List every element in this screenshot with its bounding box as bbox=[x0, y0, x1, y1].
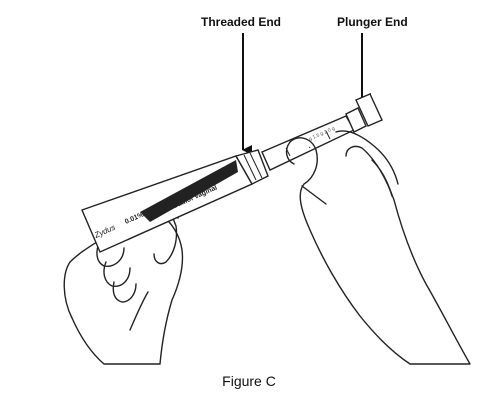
right-hand bbox=[285, 130, 471, 365]
cream-tube: Zydus 0.01% Estradiol Vaginal bbox=[81, 149, 269, 253]
figure-caption: Figure C bbox=[222, 373, 276, 389]
plunger-end-label: Plunger End bbox=[337, 15, 408, 29]
threaded-end-label: Threaded End bbox=[201, 15, 282, 29]
